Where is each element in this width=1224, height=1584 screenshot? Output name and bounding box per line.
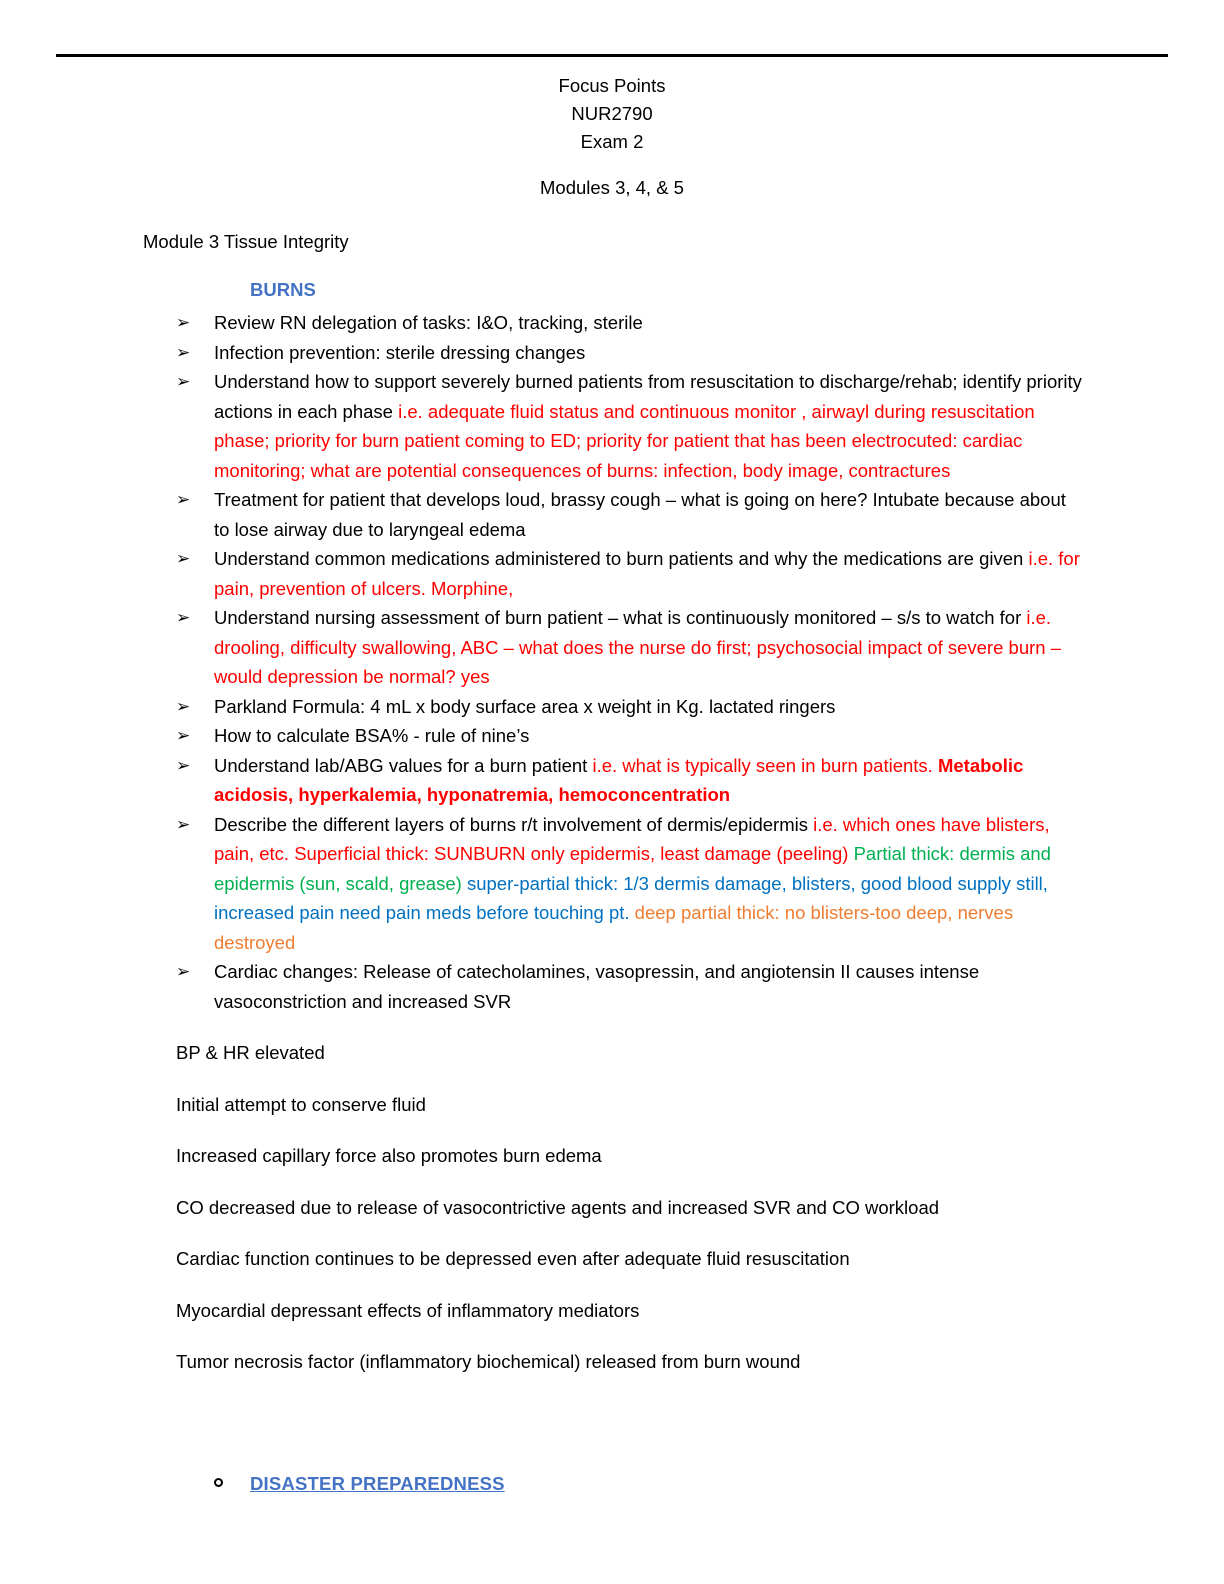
body-paragraph: Increased capillary force also promotes … [176, 1145, 602, 1166]
bullet-text-segment: Cardiac changes: Release of catecholamin… [214, 961, 980, 1012]
bullet-text-segment: Metabolic acidosis, hyperkalemia, hypona… [214, 754, 1024, 806]
bullet-text-segment: Partial thick: dermis and epidermis (sun… [214, 843, 1051, 894]
body-paragraph: Tumor necrosis factor (inflammatory bioc… [176, 1351, 801, 1372]
title-course-code: NUR2790 [571, 103, 653, 124]
body-paragraph: Cardiac function continues to be depress… [176, 1248, 850, 1269]
bullet-item: ➢ Treatment for patient that develops lou… [176, 485, 1224, 544]
bullet-text-segment: Understand lab/ABG values for a burn pat… [214, 754, 593, 776]
bullet-text-segment: i.e. what is typically seen in burn pati… [592, 754, 938, 776]
arrow-bullet-icon: ➢ [176, 342, 191, 362]
document-content: Focus Points NUR2790 Exam 2 Modules 3, 4… [0, 72, 1224, 1498]
arrow-bullet-icon: ➢ [176, 490, 191, 509]
header-divider-rule [56, 54, 1168, 57]
bullet-text-segment: i.e. drooling, difficulty swallowing, AB… [214, 607, 1061, 687]
bullet-text-segment: i.e. for pain, prevention of ulcers. Mor… [214, 548, 1080, 599]
bullet-item: ➢ Infection prevention: sterile dressing … [176, 338, 1224, 368]
bullet-item: ➢ Understand nursing assessment of burn p… [176, 603, 1224, 692]
modules-subtitle: Modules 3, 4, & 5 [540, 177, 684, 198]
body-paragraph: Myocardial depressant effects of inflamm… [176, 1299, 640, 1321]
document-title-block: Focus Points NUR2790 Exam 2 [0, 72, 1224, 156]
bullet-text-segment: Understand how to support severely burne… [214, 371, 1082, 422]
bullet-text-segment: Understand common medications administer… [214, 548, 1029, 569]
circle-bullet-icon [214, 1477, 223, 1487]
bullet-item: ➢ How to calculate BSA% - rule of nine’s [176, 721, 1224, 751]
title-spacer [0, 156, 1224, 174]
title-focus-points: Focus Points [558, 75, 666, 96]
bullet-item: ➢ Understand common medications administe… [176, 544, 1224, 603]
bullet-text-segment: deep partial thick: no blisters-too deep… [214, 902, 1014, 953]
bullet-text-segment: i.e. adequate fluid status and continuou… [214, 400, 1035, 481]
bullet-item: ➢ Review RN delegation of tasks: I&O, tra… [176, 308, 1224, 338]
bullet-item: ➢ Parkland Formula: 4 mL x body surface a… [176, 692, 1224, 722]
body-paragraph: BP & HR elevated [176, 1042, 325, 1063]
bullet-text-segment: Infection prevention: sterile dressing c… [214, 341, 586, 363]
body-paragraph: Initial attempt to conserve fluid [176, 1093, 426, 1115]
arrow-bullet-icon: ➢ [176, 755, 191, 775]
arrow-bullet-icon: ➢ [176, 608, 191, 627]
arrow-bullet-icon: ➢ [176, 372, 191, 391]
bullet-text-segment: i.e. which ones have blisters, pain, etc… [214, 813, 1050, 865]
arrow-bullet-icon: ➢ [176, 549, 191, 568]
bullet-text-segment: super-partial thick: 1/3 dermis damage, … [214, 872, 1048, 924]
disaster-preparedness-link[interactable]: DISASTER PREPAREDNESS [250, 1472, 505, 1494]
bullet-text-segment: How to calculate BSA% - rule of nine’s [214, 725, 530, 746]
module-heading: Module 3 Tissue Integrity [143, 231, 349, 252]
disaster-preparedness-item[interactable]: DISASTER PREPAREDNESS [176, 1469, 1224, 1499]
bullet-text-segment: Treatment for patient that develops loud… [214, 489, 1066, 540]
arrow-bullet-icon: ➢ [176, 726, 191, 745]
bullet-item: ➢ Cardiac changes: Release of catecholami… [176, 957, 1224, 1016]
arrow-bullet-icon: ➢ [176, 313, 191, 332]
burns-bullet-list: ➢ Review RN delegation of tasks: I&O, tra… [0, 308, 1224, 1016]
bullet-item: ➢ Describe the different layers of burns … [176, 810, 1224, 958]
bullet-text-segment: Parkland Formula: 4 mL x body surface ar… [214, 695, 836, 717]
bullet-text-segment: Understand nursing assessment of burn pa… [214, 607, 1027, 628]
arrow-bullet-icon: ➢ [176, 696, 191, 716]
arrow-bullet-icon: ➢ [176, 962, 191, 981]
section-heading-burns: BURNS [250, 279, 316, 300]
bullet-text-segment: Describe the different layers of burns r… [214, 813, 814, 835]
bullet-item: ➢ Understand how to support severely burn… [176, 367, 1224, 485]
arrow-bullet-icon: ➢ [176, 814, 191, 834]
bullet-item: ➢ Understand lab/ABG values for a burn pa… [176, 751, 1224, 810]
body-paragraph: CO decreased due to release of vasocontr… [176, 1196, 940, 1218]
title-exam: Exam 2 [580, 131, 644, 152]
bullet-text-segment: Review RN delegation of tasks: I&O, trac… [214, 312, 643, 333]
